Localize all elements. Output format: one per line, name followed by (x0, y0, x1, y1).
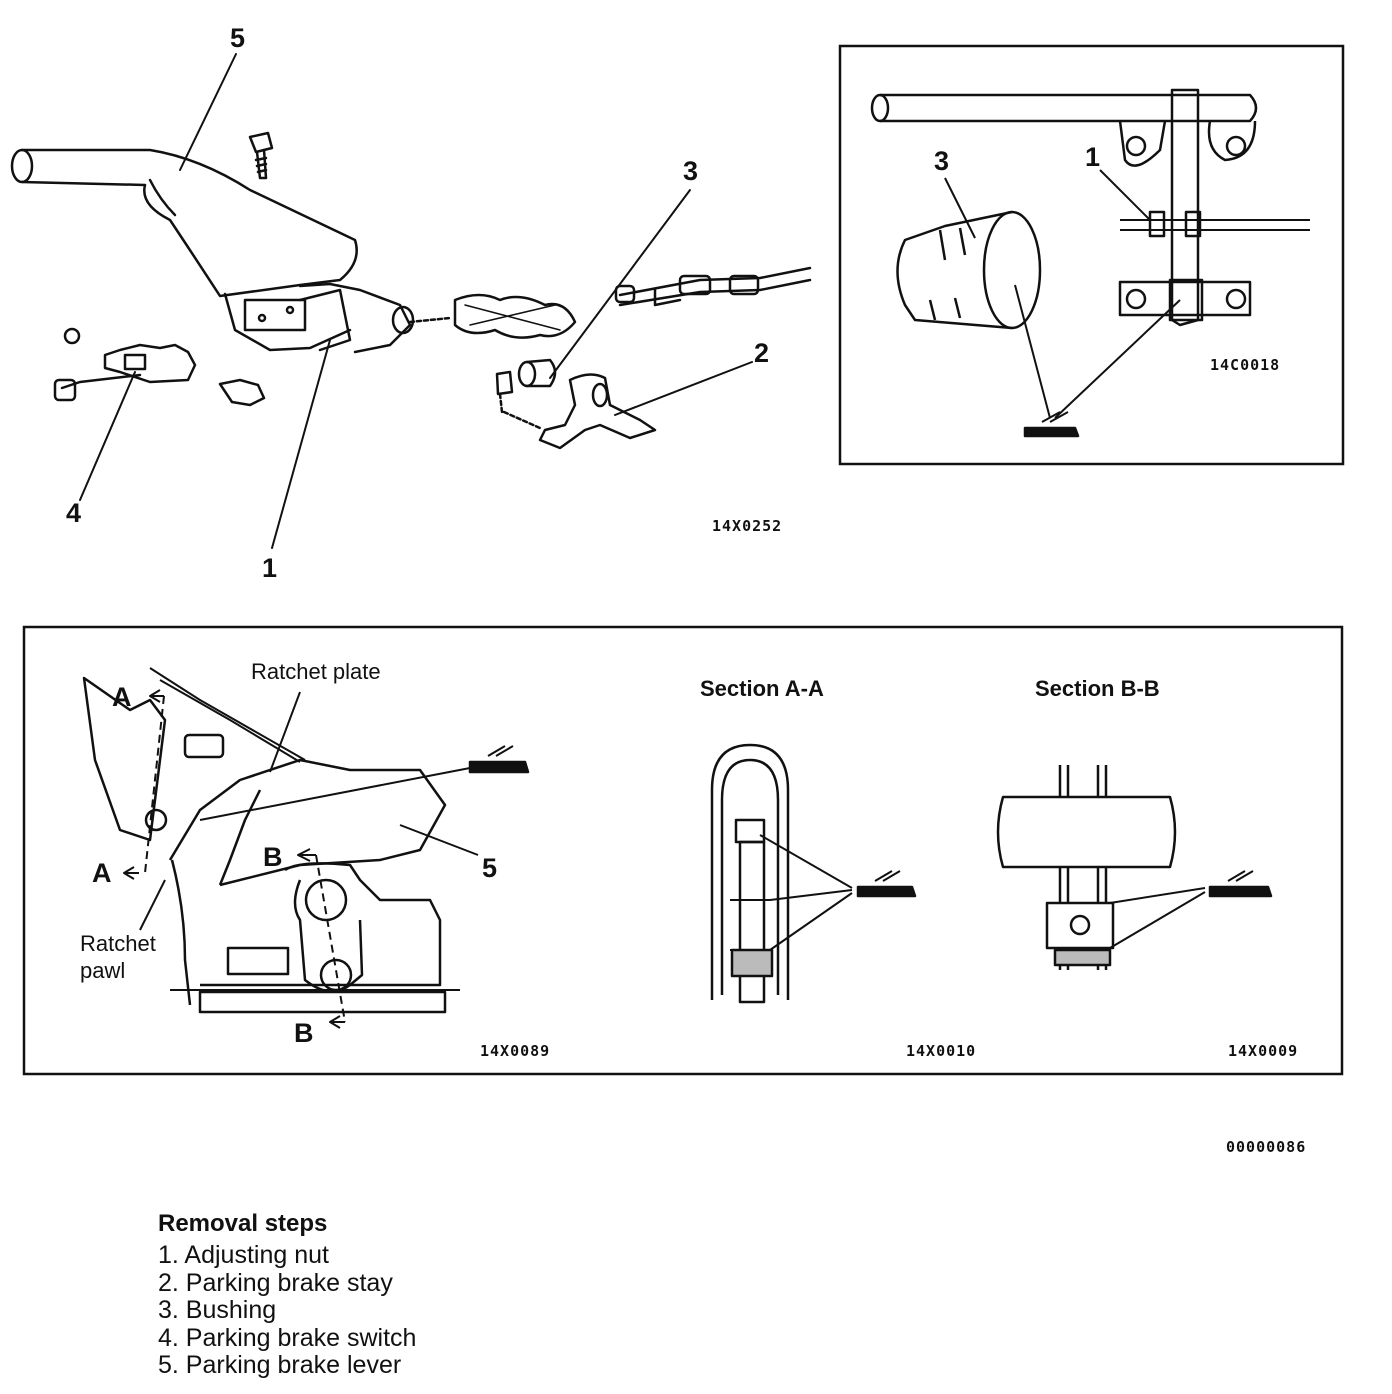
ratchet-plate-label: Ratchet plate (251, 659, 381, 684)
callout-5-detail: 5 (482, 853, 497, 883)
detail-lever-drawing (82, 667, 530, 1029)
figure-code-section-bb: 14X0009 (1228, 1042, 1298, 1060)
section-bb-drawing (996, 765, 1273, 970)
section-mark-b-bottom: B (294, 1018, 314, 1048)
cable-drawing (408, 266, 812, 339)
ratchet-pawl-label-line2: pawl (80, 958, 125, 983)
callout-3-inset: 3 (934, 146, 949, 176)
callout-2-main: 2 (754, 338, 769, 368)
removal-steps-list: 1. Adjusting nut 2. Parking brake stay 3… (158, 1241, 417, 1380)
removal-step-3: 3. Bushing (158, 1296, 277, 1324)
inset-drawing (870, 88, 1310, 438)
callout-4-main: 4 (66, 498, 81, 528)
figure-code-section-aa: 14X0010 (906, 1042, 976, 1060)
removal-steps: Removal steps 1. Adjusting nut 2. Parkin… (158, 1210, 416, 1380)
section-aa-title: Section A-A (700, 676, 824, 701)
bolt-drawing (248, 131, 274, 180)
removal-step-5: 5. Parking brake lever (158, 1351, 402, 1379)
figure-code-main: 14X0252 (712, 517, 782, 535)
figure-code-inset: 14C0018 (1210, 356, 1280, 374)
section-mark-a-top: A (112, 682, 132, 712)
callout-1-inset: 1 (1085, 142, 1100, 172)
removal-steps-title: Removal steps (158, 1210, 328, 1237)
callout-3-main: 3 (683, 156, 698, 186)
removal-step-1: 1. Adjusting nut (158, 1241, 329, 1269)
callout-1-main: 1 (262, 553, 277, 583)
removal-step-4: 4. Parking brake switch (158, 1323, 417, 1352)
inset-frame (838, 44, 1345, 466)
parking-brake-stay-drawing (538, 373, 657, 450)
section-mark-b-top: B (263, 842, 283, 872)
main-exploded-view (10, 53, 812, 549)
bushing-drawing (495, 358, 557, 430)
figure-code-detail-lever: 14X0089 (480, 1042, 550, 1060)
detail-panel-frame (22, 625, 1344, 1076)
callout-5-main: 5 (230, 23, 245, 53)
section-mark-a-bottom: A (92, 858, 112, 888)
removal-step-2: 2. Parking brake stay (158, 1268, 393, 1297)
parking-brake-lever-drawing (10, 148, 415, 354)
ratchet-pawl-label-line1: Ratchet (80, 931, 156, 956)
page-code: 00000086 (1226, 1138, 1306, 1156)
leader-lines-main (79, 53, 753, 549)
parking-brake-switch-drawing (53, 327, 266, 407)
section-aa-drawing (710, 743, 917, 1004)
section-bb-title: Section B-B (1035, 676, 1160, 701)
